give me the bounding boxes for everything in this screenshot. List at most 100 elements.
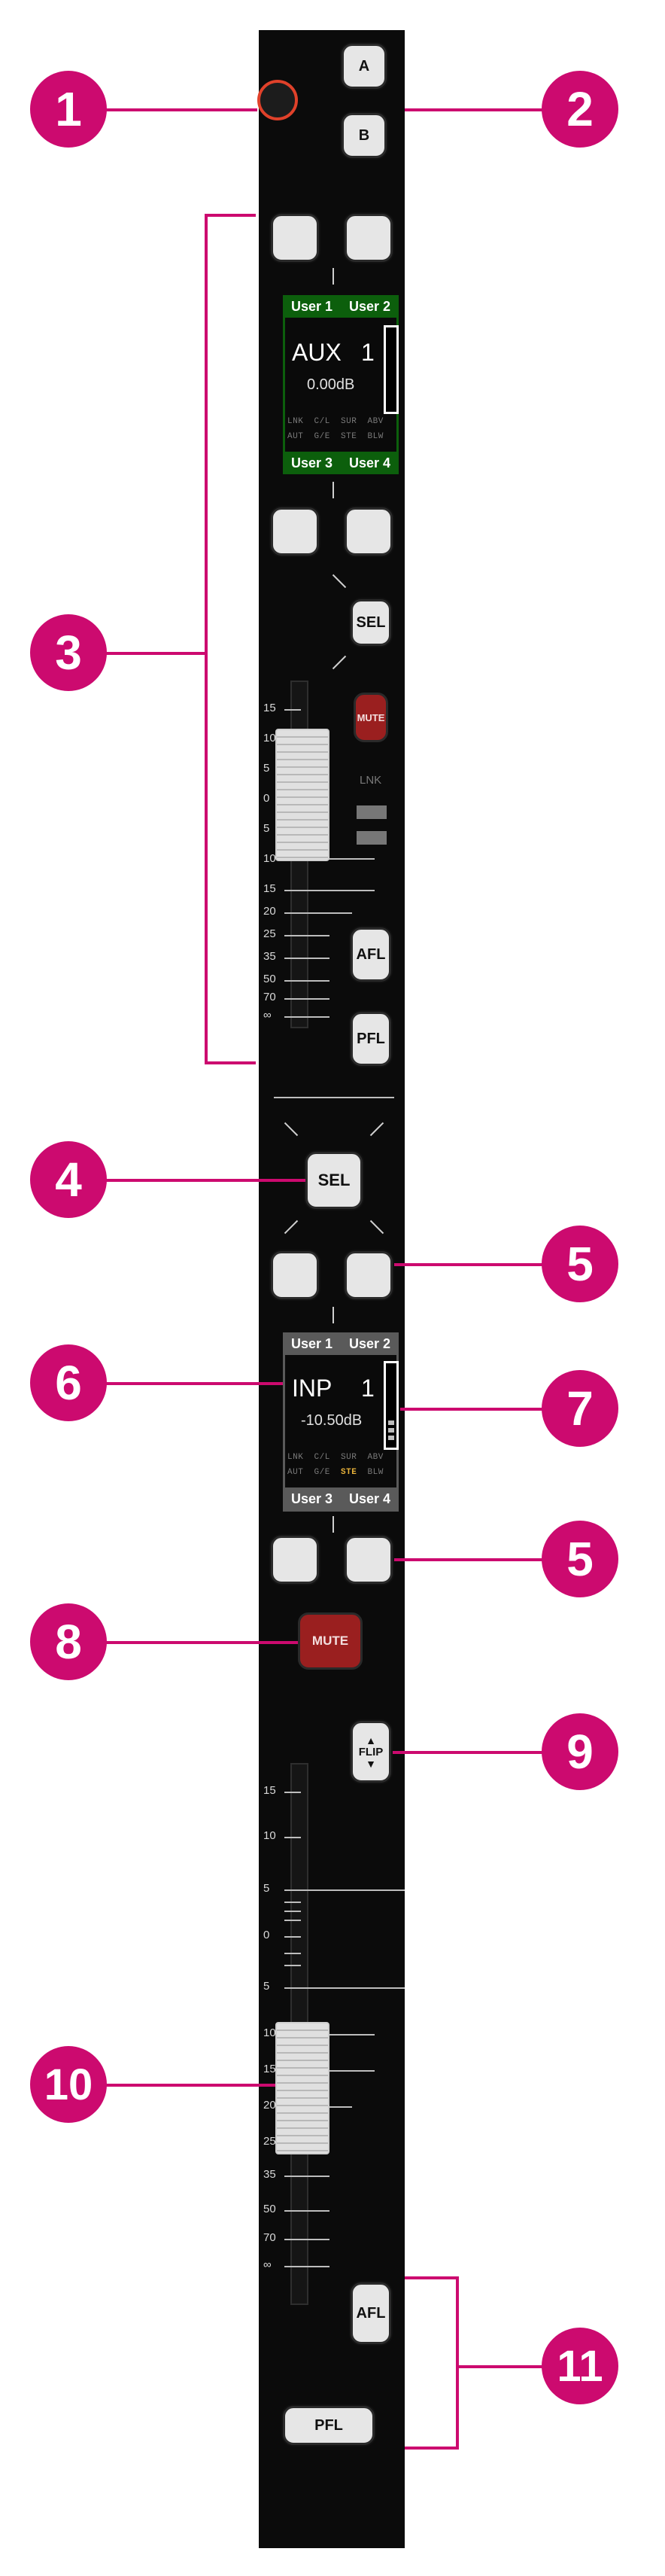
- input-fader-cap[interactable]: [275, 2022, 329, 2154]
- input-user-3-label: User 3: [290, 1491, 333, 1506]
- status-abv: ABV: [367, 417, 384, 426]
- input-level-meter: [384, 1361, 399, 1450]
- scale-tick: [284, 2266, 329, 2267]
- input-mute-button[interactable]: MUTE: [298, 1612, 363, 1670]
- scale-label: 10: [263, 1829, 276, 1842]
- scale-tick: [284, 935, 329, 936]
- callout-3-bracket: [205, 214, 256, 217]
- input-display-number: 1: [361, 1375, 375, 1402]
- link-indicator: [357, 831, 387, 845]
- chevron-down-icon: ▼: [366, 1757, 376, 1770]
- aux-display: [283, 295, 399, 474]
- callout-11-bracket: [405, 2447, 459, 2450]
- aux-fader-cap[interactable]: [275, 729, 329, 861]
- status-ste-active: STE: [341, 1468, 357, 1477]
- status-lnk: LNK: [287, 1453, 304, 1462]
- scale-tick: [284, 890, 375, 891]
- scale-tick: [284, 1016, 329, 1018]
- scale-label: 25: [263, 927, 276, 940]
- scale-label: 5: [263, 1980, 270, 1993]
- scale-tick: [284, 1837, 301, 1838]
- scale-tick: [284, 1953, 301, 1954]
- scale-label: 50: [263, 2203, 276, 2215]
- b-button[interactable]: B: [342, 113, 387, 158]
- input-display-user-header-top: User 1 User 2: [283, 1332, 399, 1355]
- user-4-button[interactable]: [345, 507, 393, 556]
- status-aut: AUT: [287, 432, 304, 441]
- user-2-button[interactable]: [345, 214, 393, 262]
- status-blw: BLW: [367, 432, 384, 441]
- scale-label: ∞: [263, 1009, 272, 1022]
- status-ge: G/E: [314, 432, 330, 441]
- input-sel-button[interactable]: SEL: [305, 1152, 363, 1209]
- input-status-row-1: LNK C/L SUR ABV: [287, 1453, 384, 1462]
- status-ste: STE: [341, 432, 357, 441]
- flip-button[interactable]: ▲ FLIP ▼: [351, 1721, 391, 1783]
- scale-label: 15: [263, 1784, 276, 1797]
- aux-sel-button[interactable]: SEL: [351, 599, 391, 646]
- callout-3: 3: [30, 614, 107, 691]
- aux-pfl-button[interactable]: PFL: [351, 1012, 391, 1066]
- input-display-name: INP: [292, 1375, 332, 1402]
- scale-tick: [284, 2070, 375, 2072]
- scale-label: 15: [263, 882, 276, 895]
- input-afl-button[interactable]: AFL: [351, 2282, 391, 2344]
- scale-tick: [284, 1889, 405, 1891]
- callout-11-bracket: [456, 2276, 459, 2450]
- rotary-encoder[interactable]: [257, 80, 298, 120]
- input-user-3-button[interactable]: [271, 1536, 319, 1584]
- scale-tick: [284, 998, 329, 1000]
- input-display-level: -10.50dB: [301, 1412, 363, 1429]
- scale-tick: [284, 2239, 329, 2240]
- callout-8-leader: [105, 1641, 298, 1644]
- input-user-1-button[interactable]: [271, 1251, 319, 1299]
- aux-display-number: 1: [361, 339, 375, 366]
- user-1-button[interactable]: [271, 214, 319, 262]
- scale-tick: [284, 912, 352, 914]
- input-user-2-label: User 2: [348, 1336, 391, 1351]
- callout-2: 2: [542, 71, 618, 148]
- scale-tick: [284, 1965, 301, 1966]
- flip-label: FLIP: [358, 1745, 384, 1758]
- input-user-4-label: User 4: [348, 1491, 391, 1506]
- status-lnk: LNK: [287, 417, 304, 426]
- aux-level-meter: [384, 325, 399, 414]
- callout-11-bracket: [405, 2276, 459, 2279]
- scale-label: 5: [263, 822, 270, 835]
- scale-tick: [284, 958, 329, 959]
- link-label: LNK: [360, 774, 382, 787]
- status-sur: SUR: [341, 1453, 357, 1462]
- callout-10: 10: [30, 2046, 107, 2123]
- aux-afl-button[interactable]: AFL: [351, 927, 391, 982]
- input-pfl-button[interactable]: PFL: [283, 2406, 375, 2445]
- scale-label: 25: [263, 2135, 276, 2148]
- connector-line: [332, 1307, 334, 1323]
- aux-user-1-label: User 1: [290, 299, 333, 314]
- scale-tick: [284, 1920, 301, 1921]
- user-3-button[interactable]: [271, 507, 319, 556]
- scale-label: 35: [263, 950, 276, 963]
- scale-tick: [284, 1902, 301, 1903]
- scale-label: 70: [263, 991, 276, 1003]
- input-user-4-button[interactable]: [345, 1536, 393, 1584]
- callout-11: 11: [542, 2328, 618, 2404]
- meter-segment: [388, 1420, 394, 1425]
- status-aut: AUT: [287, 1468, 304, 1477]
- status-cl: C/L: [314, 417, 330, 426]
- aux-status-row-2: AUT G/E STE BLW: [287, 432, 384, 441]
- scale-label: 50: [263, 973, 276, 985]
- section-divider: [274, 1097, 394, 1098]
- callout-8: 8: [30, 1603, 107, 1680]
- callout-3-bracket: [205, 214, 208, 1064]
- connector-line: [332, 268, 334, 285]
- aux-mute-button[interactable]: MUTE: [354, 693, 388, 742]
- scale-label: 15: [263, 2063, 276, 2075]
- input-user-2-button[interactable]: [345, 1251, 393, 1299]
- callout-5: 5: [542, 1226, 618, 1302]
- link-indicator: [357, 805, 387, 819]
- connector-line: [332, 482, 334, 498]
- callout-5b: 5: [542, 1521, 618, 1597]
- callout-3-leader: [105, 652, 205, 655]
- a-button[interactable]: A: [342, 44, 387, 89]
- scale-tick: [284, 2210, 329, 2212]
